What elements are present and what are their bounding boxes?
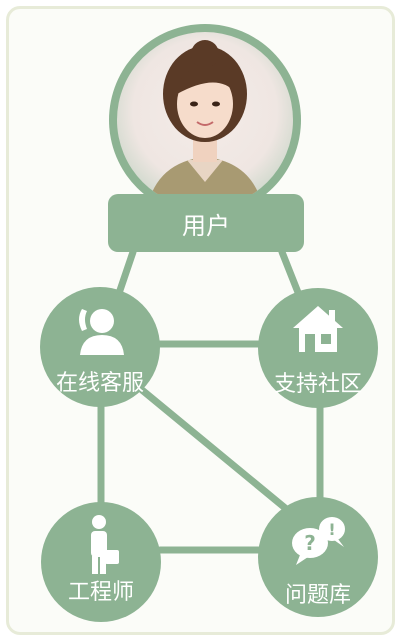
- node-engineer-label: 工程师: [67, 580, 134, 605]
- svg-text:?: ?: [304, 531, 316, 555]
- node-online-service-label: 在线客服: [55, 371, 144, 396]
- phone-agent-icon: [40, 301, 160, 357]
- node-faq[interactable]: ? ! 问题库: [258, 497, 378, 617]
- node-faq-label: 问题库: [284, 583, 351, 608]
- edge-online-service-faq: [138, 386, 294, 516]
- node-online-service[interactable]: 在线客服: [40, 287, 160, 407]
- person-briefcase-icon: [41, 514, 161, 576]
- node-engineer[interactable]: 工程师: [41, 502, 161, 622]
- user-avatar: [109, 24, 301, 216]
- speech-bubbles-icon: ? !: [258, 515, 378, 565]
- house-icon: [258, 302, 378, 354]
- user-node-label: 用户: [108, 194, 304, 252]
- node-support-community[interactable]: 支持社区: [258, 288, 378, 408]
- node-support-community-label: 支持社区: [273, 372, 362, 397]
- user-label-text: 用户: [182, 211, 230, 240]
- svg-text:!: !: [328, 520, 335, 539]
- user-photo: [117, 32, 293, 208]
